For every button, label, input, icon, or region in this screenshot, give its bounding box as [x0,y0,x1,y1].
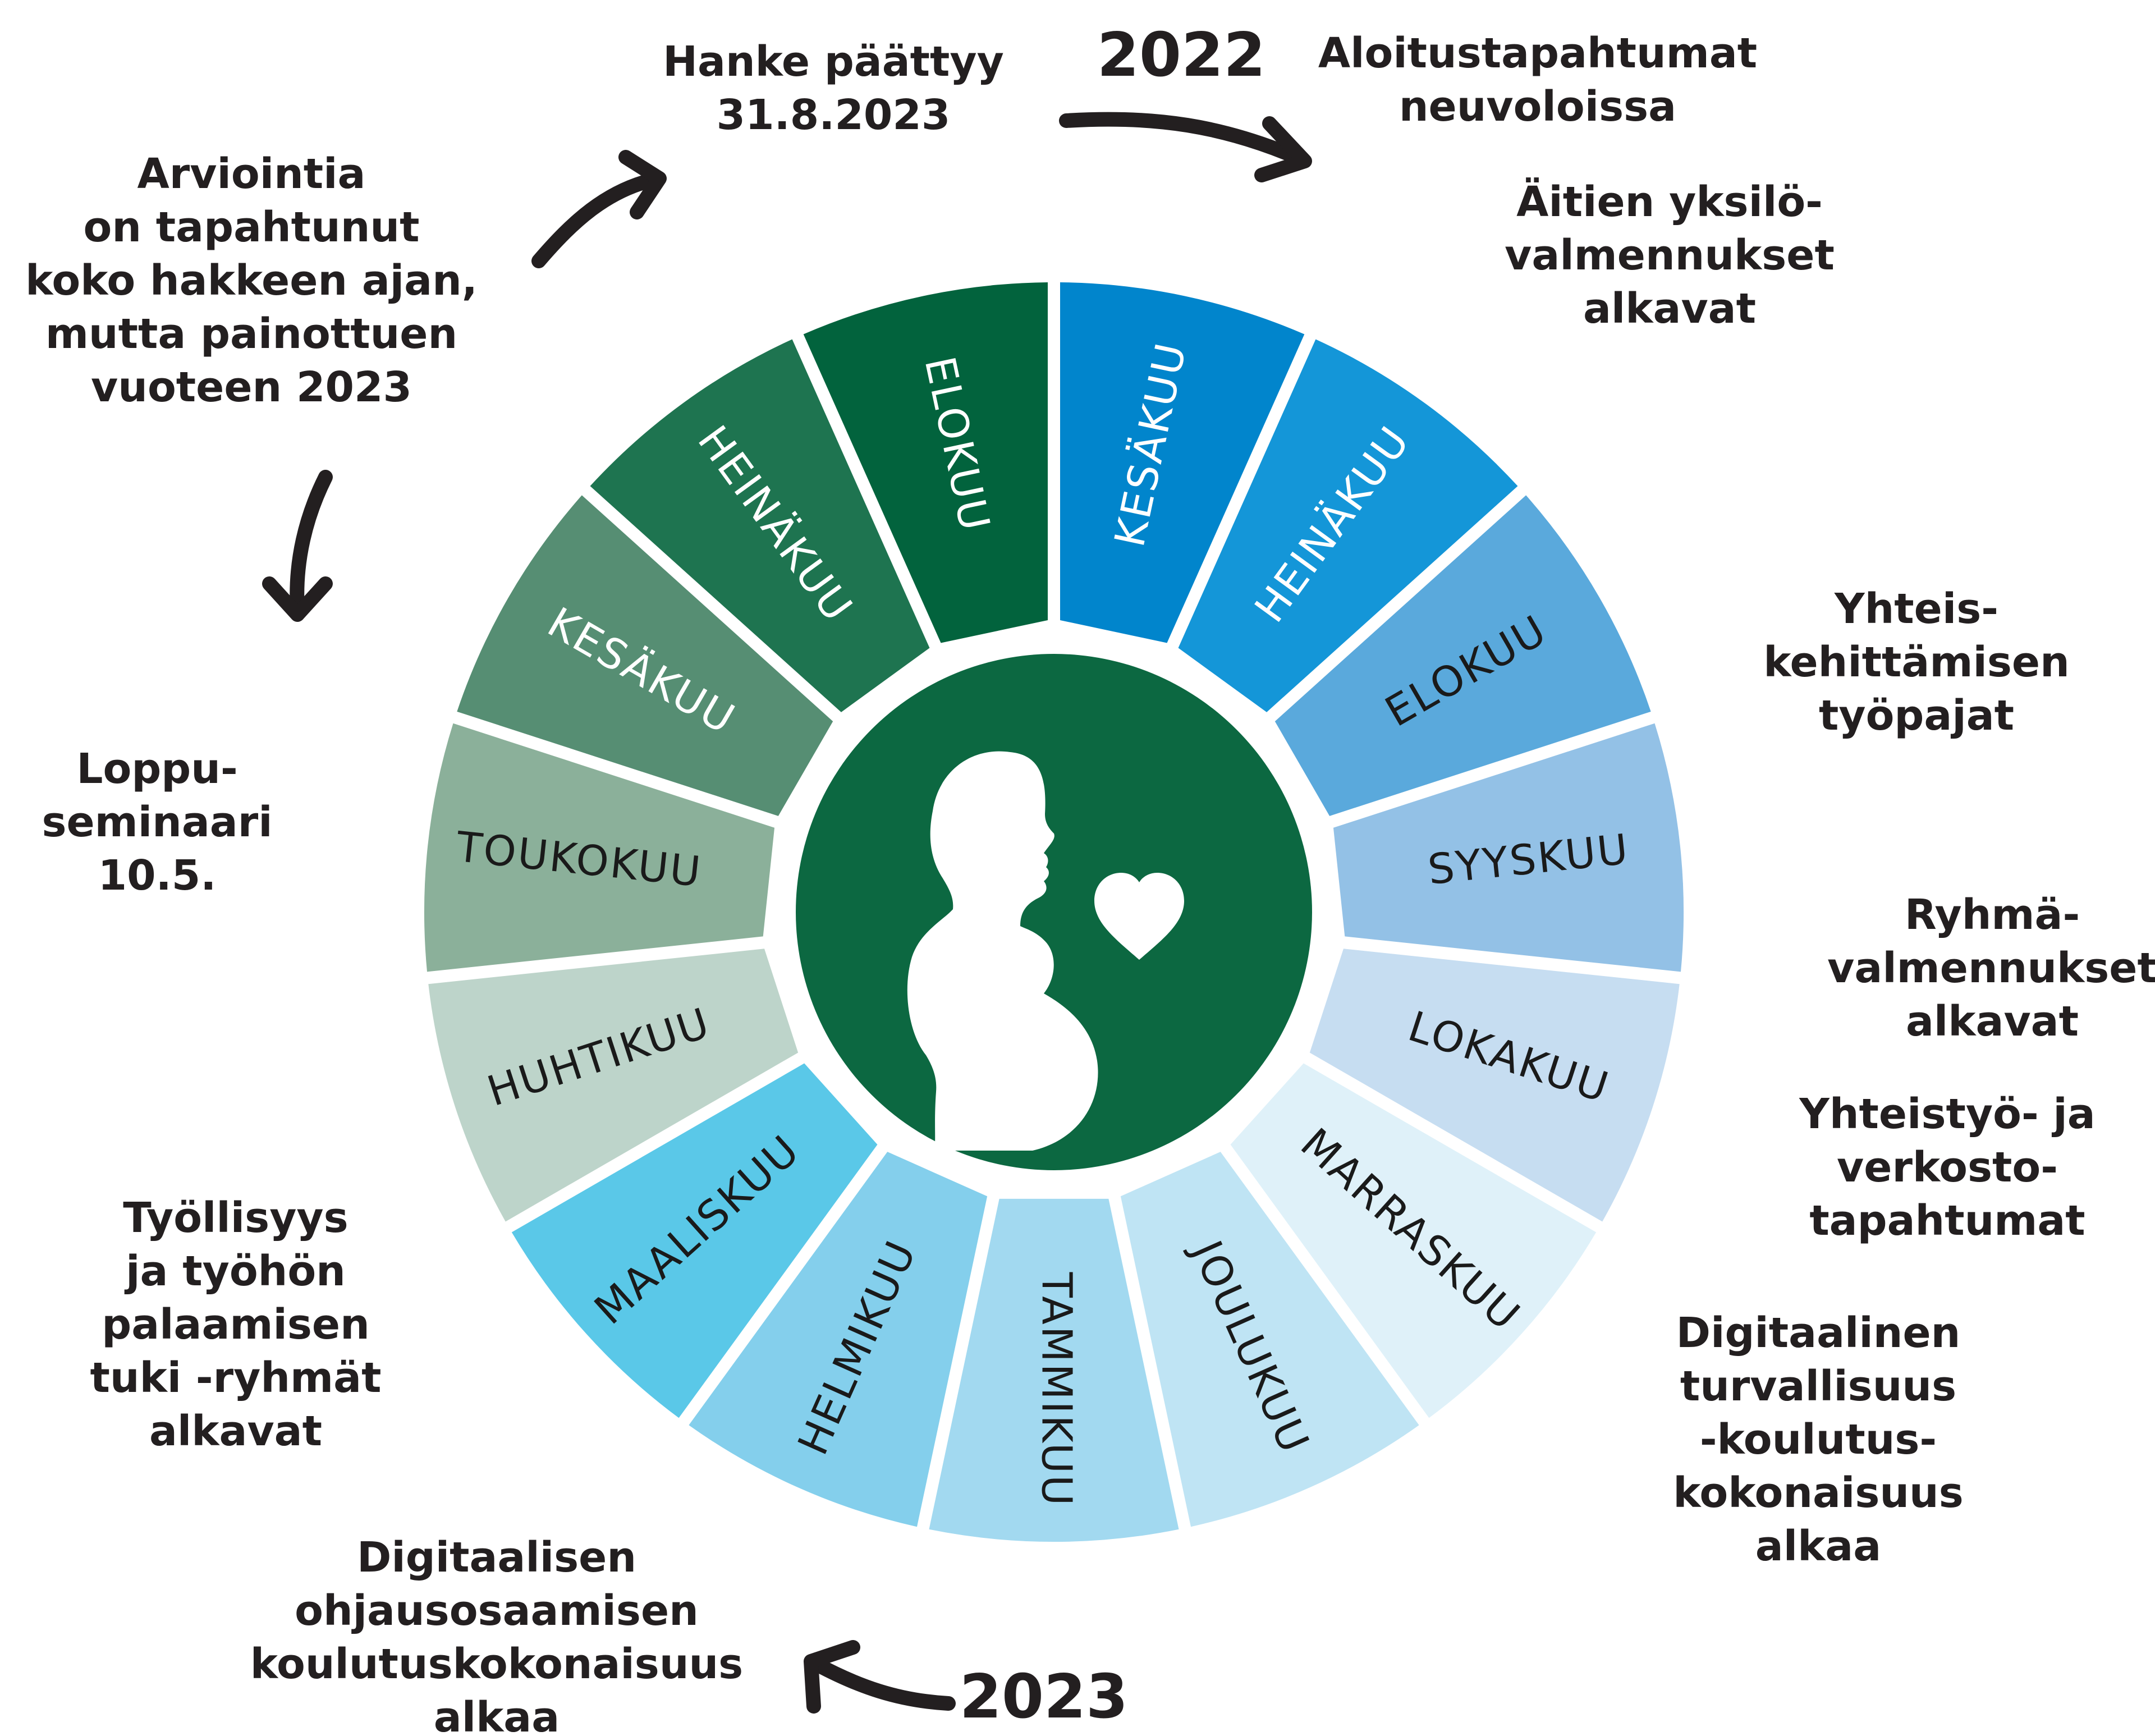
callout-yhteistyo: Yhteistyö- ja verkosto-tapahtumat [1799,1090,2095,1245]
segment-lokakuu-2022 [1309,949,1680,1222]
callout-line: alkavat [1583,285,1756,333]
callout-line: Äitien yksilö- [1516,177,1823,226]
segment-marraskuu-2022 [1230,1063,1597,1418]
callout-line: alkavat [1906,997,2079,1046]
segment-kesakuu-2022 [1060,282,1305,643]
segment-joulukuu-2022 [1120,1152,1419,1527]
callout-line: palaamisen [102,1300,370,1349]
segment-syyskuu-2022 [1333,723,1684,972]
segment-toukokuu-2023 [424,723,775,972]
pregnant-woman-icon [907,751,1098,1151]
callout-aitien: Äitien yksilö-valmennukset alkavat [1505,177,1835,333]
callout-line: koulutuskokonaisuus [250,1640,743,1688]
segment-heinakuu-2022 [1178,339,1518,712]
segment-maaliskuu-2023 [511,1063,878,1418]
callout-line: Digitaalinen [1676,1309,1961,1357]
month-label-tammikuu-2023: TAMMIKUU [1032,1272,1080,1507]
callout-line: tuki -ryhmät [90,1354,382,1402]
callout-line: koko hakkeen ajan, [25,256,478,305]
callout-line: alkaa [434,1693,560,1736]
segment-helmikuu-2023 [689,1152,988,1527]
callout-line: ohjausosaamisen [295,1587,699,1635]
segment-elokuu-2023 [803,282,1048,643]
callout-arviointia: Arviointia on tapahtunut koko hakkeen ajan… [25,150,478,411]
callout-hanke: Hanke päättyy 31.8.2023 [663,38,1004,139]
callout-line: valmennukset [1505,231,1835,280]
callout-ryhma: Ryhmä-valmennukset alkavat [1827,891,2155,1046]
arrow-icon [809,1657,956,1711]
callout-line: vuoteen 2023 [91,363,412,411]
callout-line: Hanke päättyy [663,38,1004,86]
callout-digitaalinen: Digitaalinen turvallisuus -koulutus-kokona… [1673,1309,1964,1570]
callout-line: työpajat [1819,691,2014,740]
callout-line: turvallisuus [1680,1362,1956,1410]
callout-line: alkaa [1755,1522,1881,1570]
arrow-icon [618,150,667,219]
segment-huhtikuu-2023 [428,949,799,1222]
callout-yhteiskehittamisen: Yhteis-kehittämisen työpajat [1763,585,2070,740]
callout-line: Työllisyys [123,1194,348,1242]
callout-line: Yhteis- [1834,585,1998,633]
callout-line: kehittämisen [1763,638,2070,686]
arrow-icon [1254,116,1312,182]
callout-line: verkosto- [1837,1143,2058,1192]
callout-line: 10.5. [98,851,217,900]
callout-line: Digitaalisen [357,1533,636,1582]
callout-line: on tapahtunut [84,203,420,251]
segment-tammikuu-2023 [929,1198,1179,1542]
callout-line: Loppu- [76,745,237,793]
callout-line: 31.8.2023 [717,91,951,139]
callout-line: seminaari [42,798,272,846]
callout-digitaalisen: Digitaalisen ohjausosaamisen koulutuskokon… [250,1533,743,1736]
arrow-icon [290,470,333,616]
arrow-icon [1059,112,1304,164]
year-label-2022: 2022 [1097,20,1266,90]
callout-line: Yhteistyö- ja [1799,1090,2095,1138]
callout-line: Ryhmä- [1905,891,2080,939]
callout-loppuseminaari: Loppu-seminaari 10.5. [42,745,272,900]
segment-heinakuu-2023 [590,339,930,712]
callout-line: -koulutus- [1700,1416,1937,1464]
callout-line: neuvoloissa [1399,83,1676,131]
callout-line: kokonaisuus [1673,1469,1964,1517]
callout-line: valmennukset [1827,944,2155,992]
month-segments [424,282,1684,1542]
event-callouts: Hanke päättyy 31.8.2023 Aloitustapahtumat n… [25,29,2155,1736]
callout-line: tapahtumat [1809,1197,2085,1245]
callout-aloitus: Aloitustapahtumat neuvoloissa [1318,29,1757,131]
arrow-icon [531,172,661,268]
callout-line: ja työhön [124,1247,346,1295]
arrow-icon [262,576,333,622]
heart-icon [1094,873,1184,960]
callout-line: Aloitustapahtumat [1318,29,1757,77]
segment-elokuu-2022 [1274,495,1651,816]
callout-tyollisyys: Työllisyys ja työhön palaamisen tuki -ryhmä… [90,1194,382,1455]
callout-line: alkavat [149,1407,322,1455]
segment-kesakuu-2023 [457,495,833,816]
callout-line: mutta painottuen [45,310,457,358]
callout-line: Arviointia [137,150,366,198]
year-label-2023: 2023 [960,1662,1129,1732]
arrow-icon [804,1640,860,1714]
